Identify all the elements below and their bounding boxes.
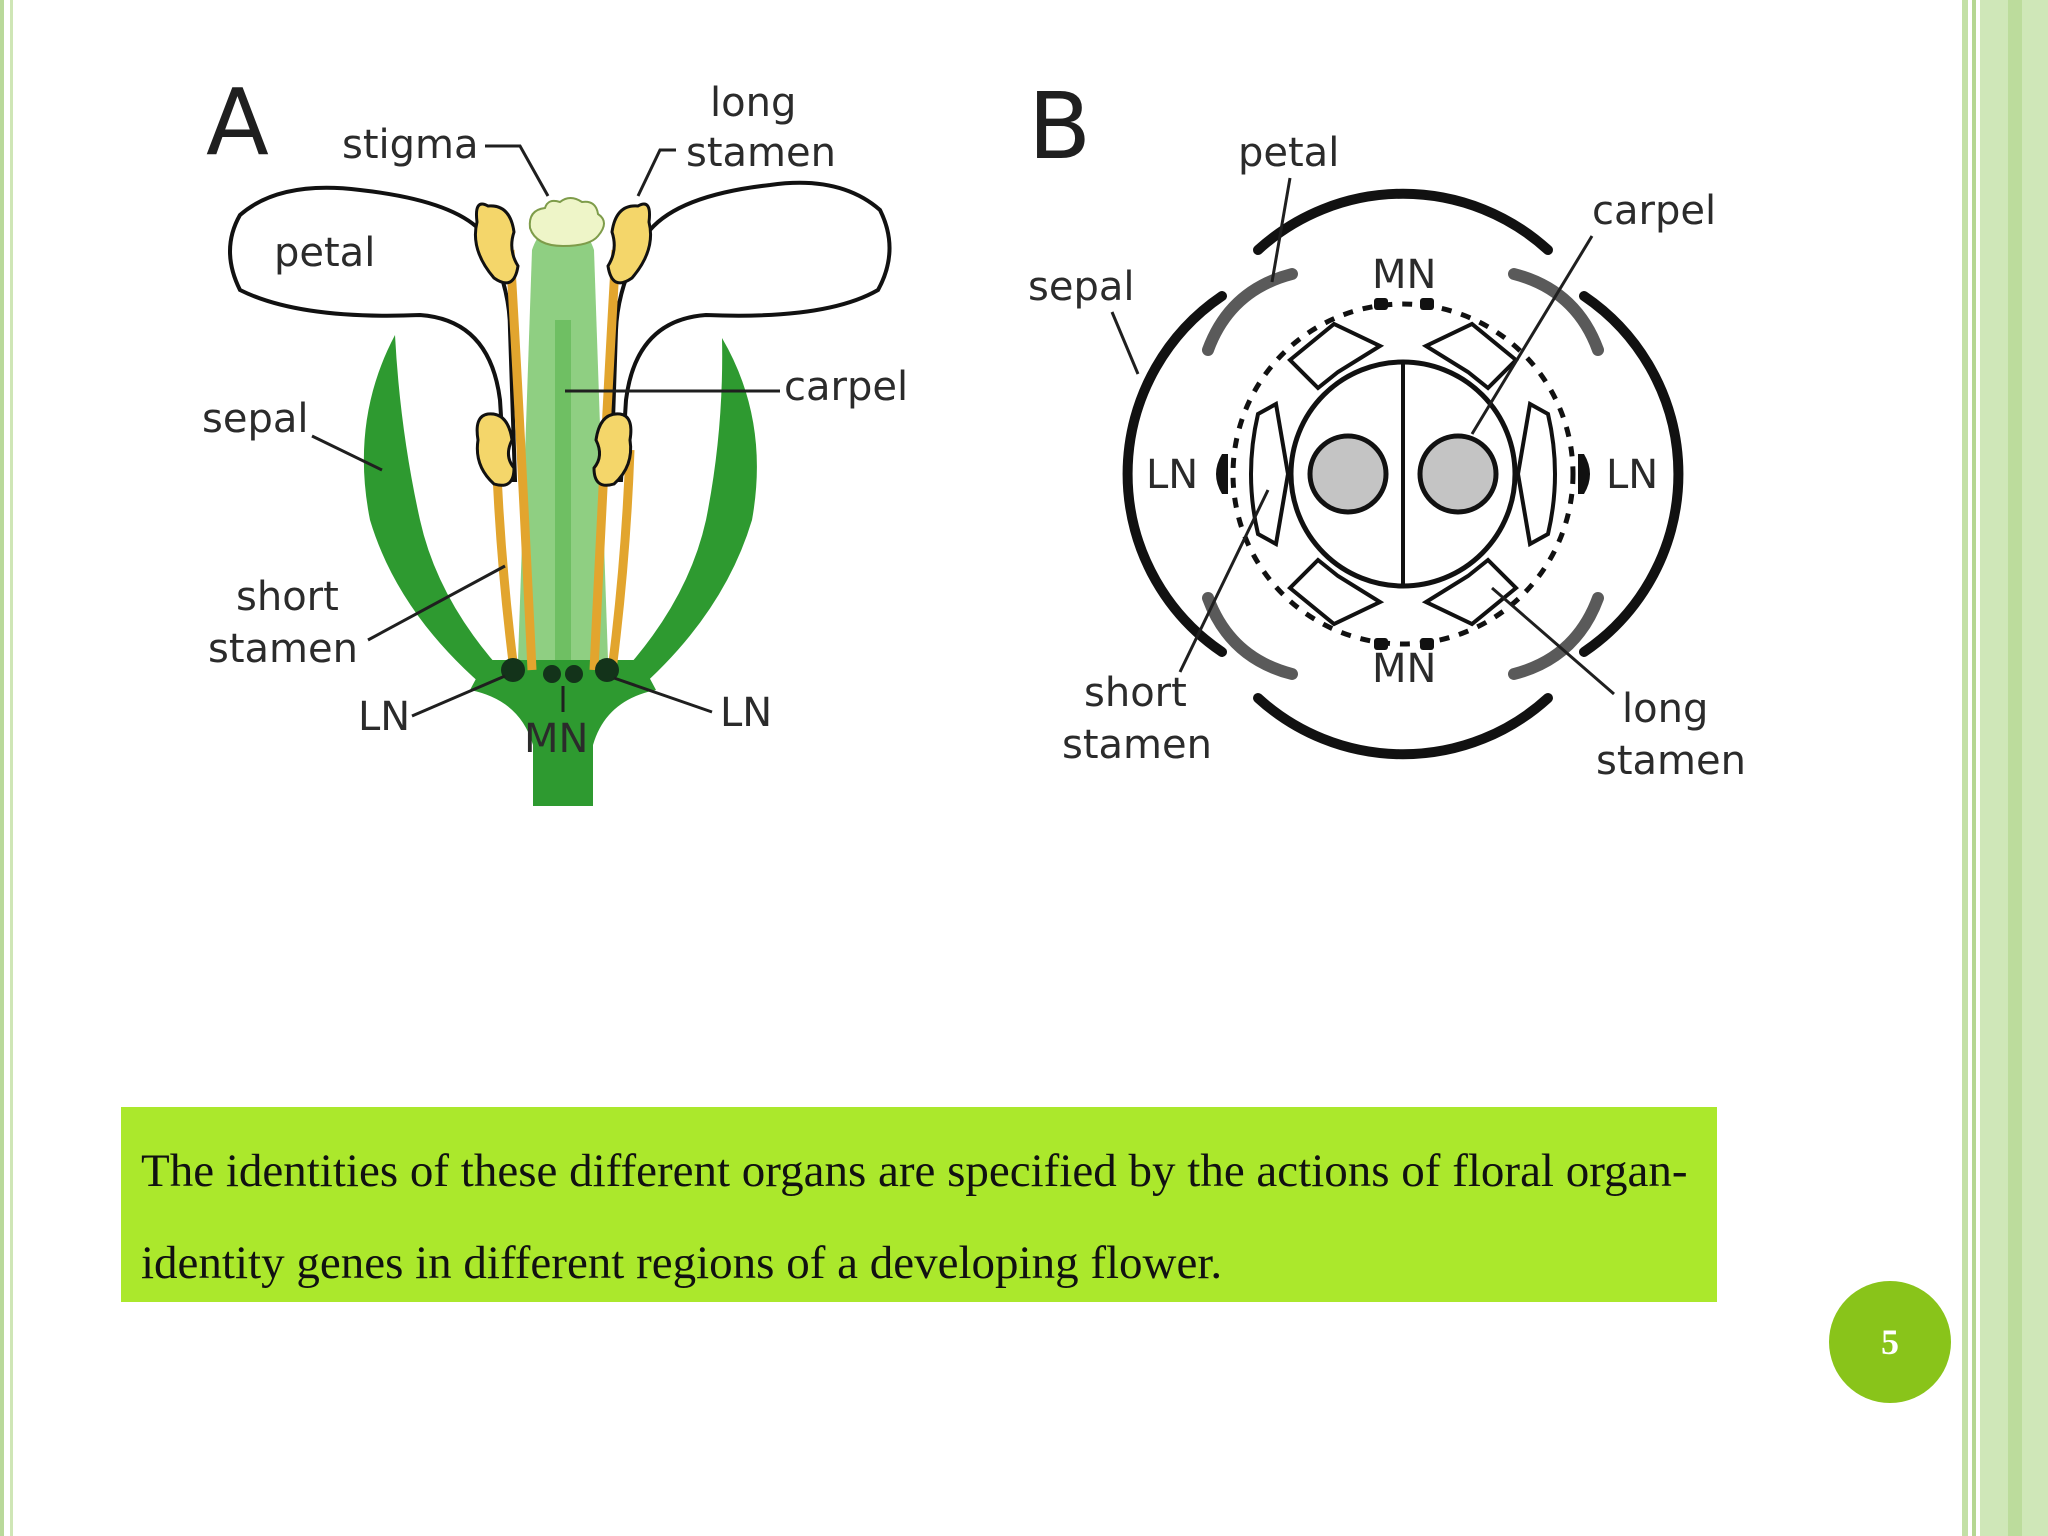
short-anther-left <box>475 412 516 487</box>
lateral-nectary-left <box>501 658 525 682</box>
sepal-arc-top <box>1253 188 1553 255</box>
label-long-stamen-a-line2: stamen <box>686 130 836 176</box>
short-stamen-filament-right <box>607 449 635 671</box>
label-ln-right-b: LN <box>1606 452 1658 498</box>
median-nectary-top-2 <box>1420 298 1434 310</box>
sepal-right-shape <box>606 338 757 700</box>
long-anther-left <box>473 202 520 285</box>
long-stamen-shape-4 <box>1421 557 1519 627</box>
page-number-badge: 5 <box>1829 1281 1951 1403</box>
median-nectary-bottom-1 <box>1374 638 1388 650</box>
leader-petal-b <box>1270 177 1292 283</box>
median-nectary-bottom-2 <box>1420 638 1434 650</box>
ovule-right <box>1417 433 1499 515</box>
lateral-nectary-right <box>1578 454 1590 494</box>
panel-a-letter: A <box>206 69 269 176</box>
label-ln-left-a: LN <box>358 694 410 740</box>
label-petal-b: petal <box>1238 130 1339 176</box>
leader-stigma <box>485 144 550 197</box>
frame-right-line <box>1962 0 1968 1536</box>
long-stamen-shape-2 <box>1421 321 1519 391</box>
long-stamen-shape-1 <box>1287 321 1385 391</box>
frame-left-line-inner <box>10 0 13 1536</box>
median-nectary-2 <box>565 665 583 683</box>
frame-left-line <box>0 0 4 1536</box>
caption-text: The identities of these different organs… <box>141 1145 1688 1289</box>
label-short-stamen-a-line1: short <box>236 574 339 620</box>
stigma-shape <box>528 197 605 248</box>
long-stamen-shape-3 <box>1287 557 1385 627</box>
petal-arc-top-left <box>1202 268 1298 356</box>
leader-sepal-b <box>1110 311 1140 375</box>
petal-arc-bottom-right <box>1508 592 1604 680</box>
caption-box: The identities of these different organs… <box>121 1107 1717 1302</box>
panel-b-letter: B <box>1028 73 1091 180</box>
panel-a: A stigma long stam <box>202 69 908 806</box>
median-nectary-top-1 <box>1374 298 1388 310</box>
leader-short-stamen-a <box>367 564 506 642</box>
label-carpel-a: carpel <box>784 364 908 410</box>
lateral-nectary-right <box>595 658 619 682</box>
leader-ln-left-a <box>411 674 506 718</box>
label-short-stamen-a-line2: stamen <box>208 626 358 672</box>
leader-sepal-a <box>311 434 383 472</box>
label-long-stamen-a-line1: long <box>710 80 796 126</box>
leader-long-stamen-a <box>636 148 676 197</box>
label-long-stamen-b-line2: stamen <box>1596 738 1746 784</box>
leader-long-stamen-b <box>1491 586 1615 696</box>
ovule-left <box>1307 433 1389 515</box>
label-long-stamen-b-line1: long <box>1622 686 1708 732</box>
label-ln-right-a: LN <box>720 690 772 736</box>
short-stamen-shape-left <box>1249 400 1291 548</box>
label-short-stamen-b-line2: stamen <box>1062 722 1212 768</box>
label-stigma: stigma <box>342 122 479 168</box>
long-anther-right <box>606 202 653 285</box>
leader-carpel-b <box>1470 235 1594 435</box>
leader-ln-right-a <box>613 676 713 714</box>
label-mn-a: MN <box>524 716 588 762</box>
sepal-arc-left <box>1122 291 1227 657</box>
median-nectary-1 <box>543 665 561 683</box>
nectary-dashed-ring <box>1230 301 1576 647</box>
label-mn-bottom-b: MN <box>1372 646 1436 692</box>
label-petal-a: petal <box>274 230 375 276</box>
sepal-arc-bottom <box>1253 693 1553 760</box>
lateral-nectary-left <box>1216 454 1228 494</box>
panel-b: B <box>1028 73 1746 784</box>
label-ln-left-b: LN <box>1146 452 1198 498</box>
label-carpel-b: carpel <box>1592 188 1716 234</box>
carpel-septum <box>555 320 571 660</box>
short-stamen-shape-right <box>1515 400 1557 548</box>
petal-arc-top-right <box>1508 268 1604 356</box>
frame-right-stripe <box>2008 0 2022 1536</box>
sepal-arc-right <box>1579 291 1684 657</box>
sepal-left-shape <box>363 335 520 700</box>
label-short-stamen-b-line1: short <box>1084 670 1187 716</box>
label-mn-top-b: MN <box>1372 252 1436 298</box>
leader-short-stamen-b <box>1178 489 1270 673</box>
petal-arc-bottom-left <box>1202 592 1298 680</box>
stem-shape <box>533 740 593 806</box>
frame-right-line-inner <box>1972 0 1976 1536</box>
label-sepal-b: sepal <box>1028 264 1134 310</box>
long-stamen-filament-left <box>505 249 537 671</box>
short-anther-right <box>592 412 633 487</box>
label-sepal-a: sepal <box>202 396 308 442</box>
